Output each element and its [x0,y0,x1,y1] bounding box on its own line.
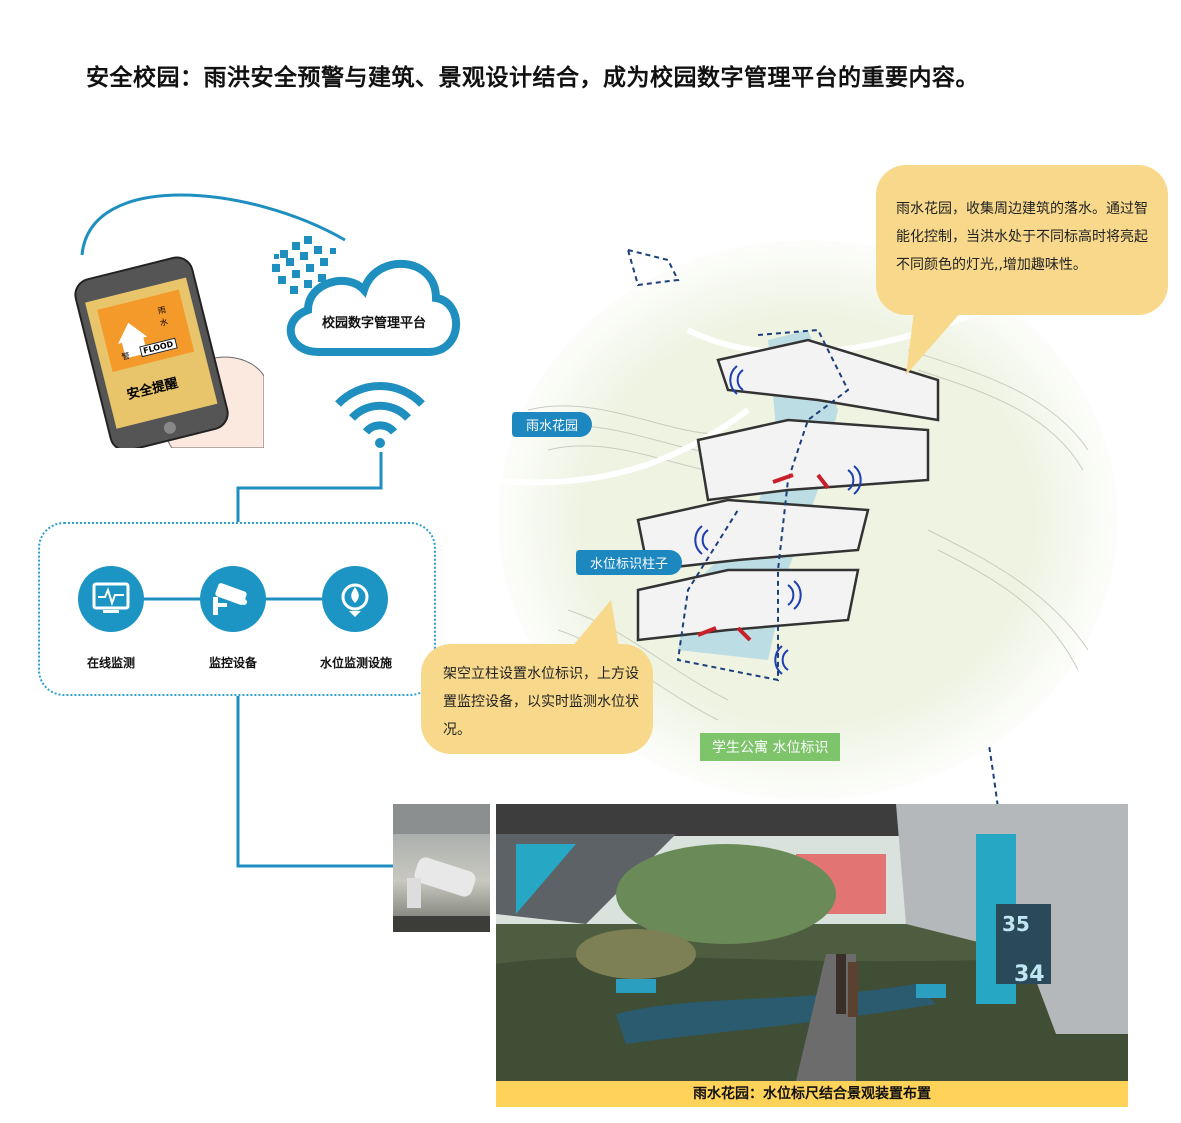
cctv-icon [200,566,266,632]
pillar-bubble: 架空立柱设置水位标识，上方设置监控设备，以实时监测水位状况。 [421,600,653,754]
hand-phone-drawing [74,256,265,452]
cloud-icon [272,236,461,356]
landscape-render-image [496,804,1128,1081]
landscape-render: 35 34 [496,804,1128,1081]
cloud-platform: 校园数字管理平台 [268,232,464,364]
device-label-water: 水位监测设施 [319,656,392,670]
rain-garden-bubble-text: 雨水花园，收集周边建筑的落水。通过智能化控制，当洪水处于不同标高时将亮起不同颜色… [876,165,1168,315]
device-label-cctv: 监控设备 [208,656,257,670]
render-level-mark-35: 35 [1002,912,1030,936]
cloud-label: 校园数字管理平台 [321,316,426,331]
wifi-to-box-link [236,452,383,522]
device-group-box [38,522,436,696]
map-tag-pillar: 水位标识柱子 [576,550,683,575]
render-caption: 雨水花园：水位标尺结合景观装置布置 [496,1081,1128,1107]
rain-garden-bubble: 雨水花园，收集周边建筑的落水。通过智能化控制，当洪水处于不同标高时将亮起不同颜色… [876,165,1168,375]
device-label-online: 在线监测 [86,656,135,670]
camera-photo [393,804,490,932]
map-tag-dorm: 学生公寓 水位标识 [700,733,841,761]
wifi-icon [335,382,425,448]
map-tag-rain-garden: 雨水花园 [512,412,593,437]
phone-illustration: 安全提醒 FLOOD 雨 水 警 [62,256,265,452]
device-water-level: 水位监测设施 [320,566,396,671]
campus-map-drawing [487,240,1118,800]
security-camera-image [393,804,490,932]
campus-map [487,230,1118,800]
pillar-bubble-text: 架空立柱设置水位标识，上方设置监控设备，以实时监测水位状况。 [421,644,653,754]
render-level-mark-34: 34 [1014,962,1045,987]
device-online-monitor: 在线监测 [78,566,144,671]
page-title: 安全校园：雨洪安全预警与建筑、景观设计结合，成为校园数字管理平台的重要内容。 [86,65,979,91]
monitor-icon [78,566,144,632]
bubble-tail-rain [906,295,976,375]
water-level-icon [322,566,388,632]
device-cctv: 监控设备 [200,566,266,671]
box-to-camera-link [236,696,394,868]
phone-cloud-link [80,193,346,256]
